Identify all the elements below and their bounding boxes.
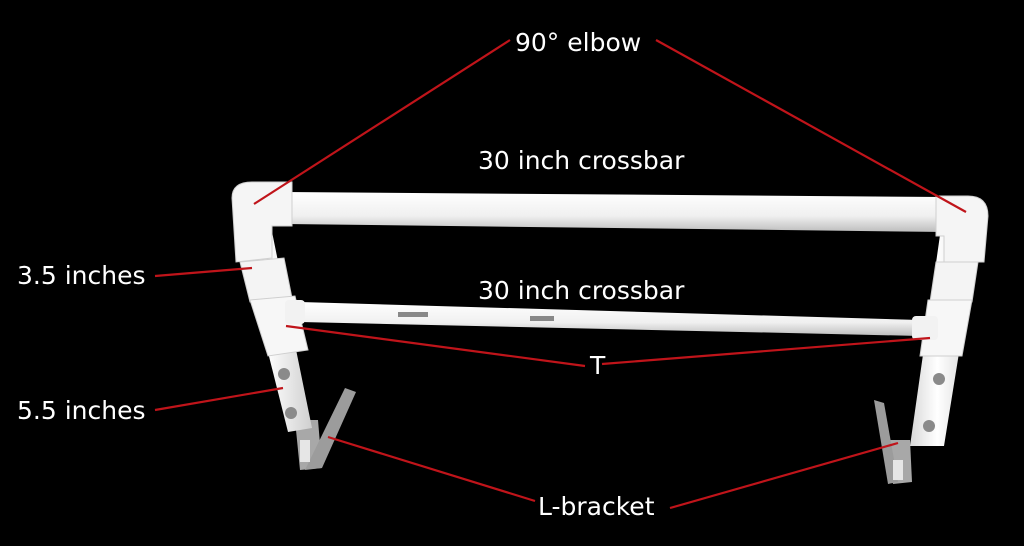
top-crossbar (285, 192, 945, 232)
middle-crossbar-label: 30 inch crossbar (478, 276, 685, 305)
right-leg (910, 235, 979, 446)
right-elbow (935, 195, 989, 263)
middle-crossbar (285, 300, 938, 340)
right-l-bracket (874, 400, 912, 484)
l-bracket-label: L-bracket (538, 492, 655, 521)
lower-length-label: 5.5 inches (17, 396, 146, 425)
elbow-label: 90° elbow (515, 28, 642, 57)
left-elbow (231, 181, 293, 263)
tee-label: T (590, 351, 606, 380)
leader-lines (154, 39, 967, 510)
upper-length-label: 3.5 inches (17, 261, 146, 290)
left-l-bracket (295, 388, 356, 470)
top-crossbar-label: 30 inch crossbar (478, 146, 685, 175)
